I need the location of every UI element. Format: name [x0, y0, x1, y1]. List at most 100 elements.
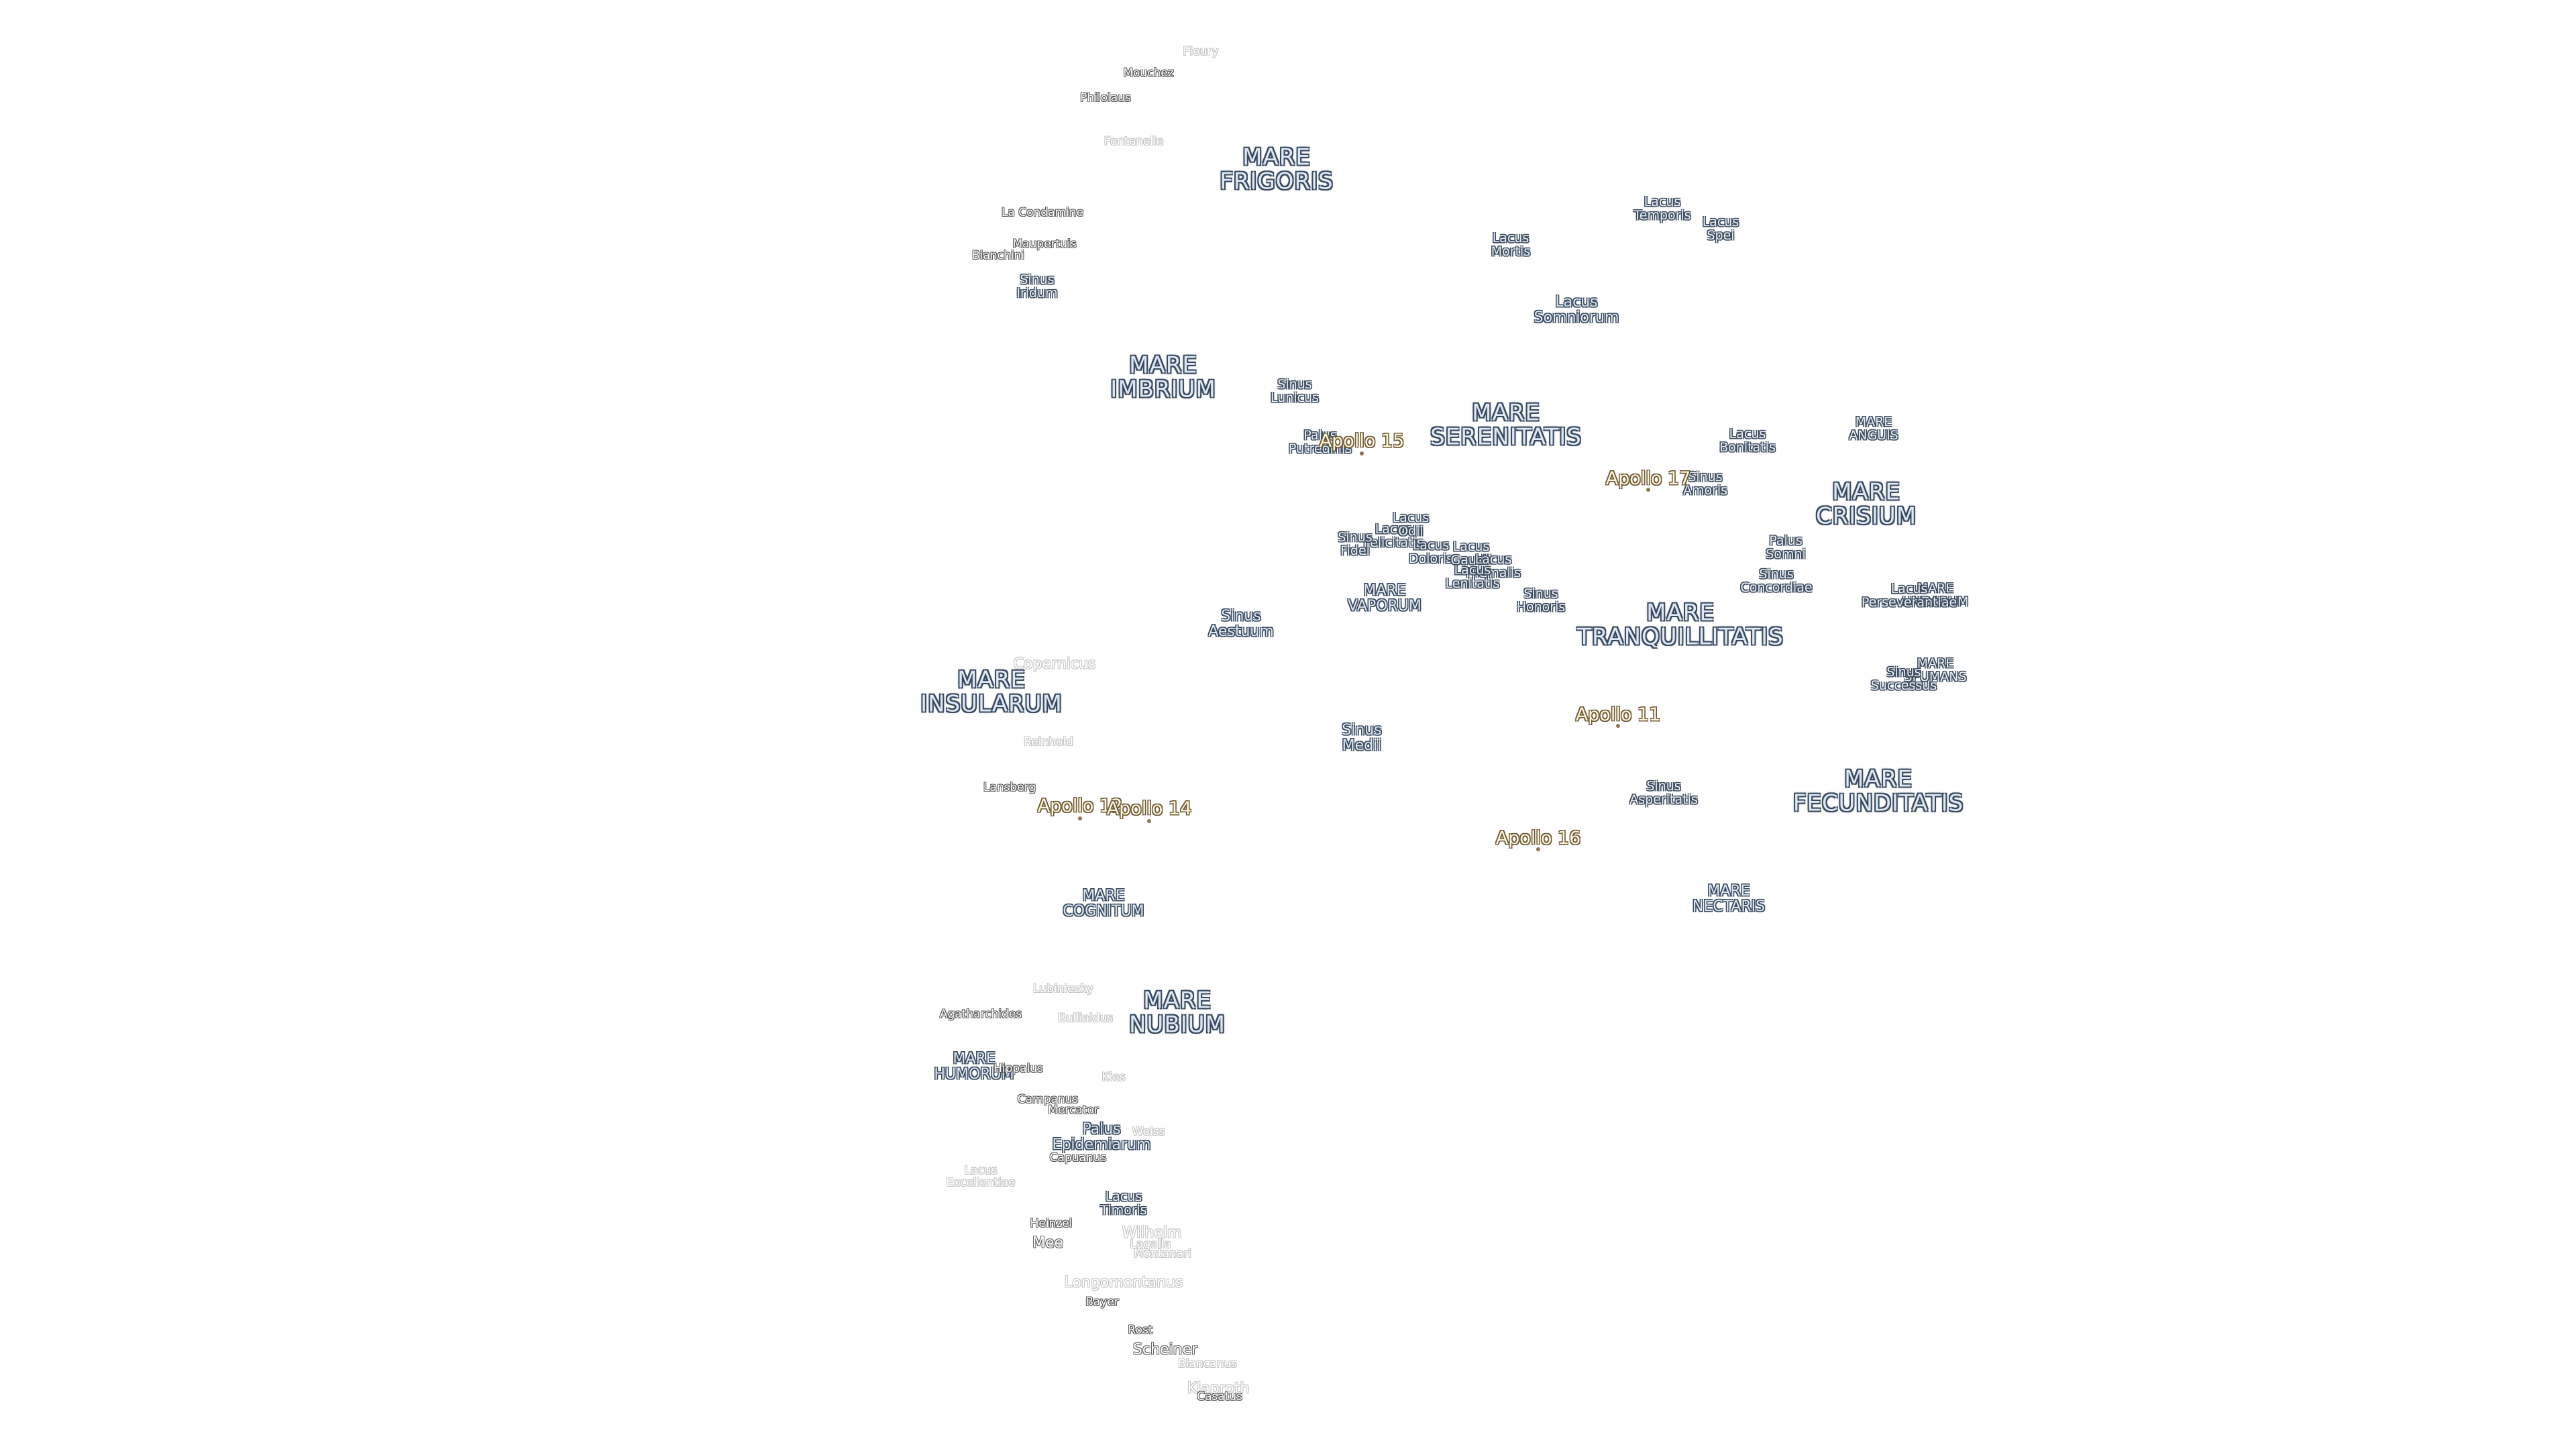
label-line: Amoris [1682, 483, 1728, 498]
landing-site-marker-apollo-17 [1646, 488, 1650, 492]
label-line: MARE [1646, 599, 1715, 627]
label-line: Epidemiarum [1052, 1136, 1151, 1153]
landing-site-marker-apollo-11 [1616, 724, 1620, 728]
label-line: Sinus [1338, 530, 1373, 545]
label-crater-rost: Rost [1128, 1324, 1153, 1338]
label-line: Weiss [1132, 1125, 1165, 1139]
label-crater-lubiniezky: Lubiniezky [1033, 983, 1093, 996]
label-line: Doloris [1408, 551, 1454, 566]
label-crater-bianchini: Bianchini [972, 250, 1024, 262]
label-crater-maupertuis: Maupertuis [1012, 238, 1076, 251]
label-line: Palus [1082, 1120, 1121, 1138]
label-line: UNDARUM [1902, 594, 1969, 609]
label-line: Lacus [1644, 195, 1681, 210]
label-line: Lacus [1375, 522, 1412, 537]
label-apollo-11: Apollo 11 [1575, 704, 1661, 725]
landing-site-marker-apollo-16 [1536, 847, 1540, 851]
label-line: SERENITATIS [1430, 423, 1582, 450]
label-crater-fontenelle: Fontenelle [1104, 136, 1164, 148]
label-line: Casatus [1197, 1390, 1242, 1404]
label-crater-hippalus: Hippalus [994, 1063, 1043, 1075]
label-line: Concordiae [1740, 580, 1813, 595]
label-line: Sinus [1688, 470, 1723, 485]
label-line: Mee [1032, 1234, 1064, 1252]
label-line: Timoris [1100, 1203, 1147, 1218]
label-line: MARE [1242, 144, 1311, 171]
label-line: Bayer [1085, 1295, 1119, 1309]
label-apollo-16: Apollo 16 [1496, 828, 1581, 848]
label-line: Longomontanus [1064, 1274, 1183, 1291]
label-line: Rost [1128, 1324, 1153, 1338]
label-line: INSULARUM [920, 690, 1063, 717]
label-line: TRANQUILLITATIS [1577, 623, 1784, 650]
label-line: MARE [1363, 582, 1406, 599]
label-crater-bullialdus: Bullialdus [1058, 1012, 1113, 1025]
label-line: Lacus [1454, 563, 1491, 578]
label-line: HUMORUM [934, 1066, 1014, 1083]
label-line: Iridum [1016, 286, 1058, 301]
label-line: Apollo 11 [1575, 704, 1661, 725]
landing-site-marker-apollo-14 [1147, 819, 1151, 823]
label-line: Mortis [1491, 244, 1531, 259]
label-line: Kies [1102, 1071, 1126, 1085]
label-line: Hippalus [994, 1062, 1043, 1076]
label-crater-casatus: Casatus [1197, 1391, 1242, 1403]
label-line: Asperitatis [1629, 792, 1698, 807]
label-line: Lubiniezky [1033, 982, 1093, 996]
label-line: Spei [1707, 228, 1735, 243]
label-line: Sinus [1759, 567, 1794, 582]
landing-site-marker-apollo-15 [1360, 451, 1364, 455]
label-line: Somniorum [1534, 309, 1619, 326]
label-line: Sinus [1221, 607, 1261, 625]
label-line: CRISIUM [1815, 502, 1917, 529]
label-line: MARE [1855, 415, 1892, 430]
label-line: MARE [953, 1050, 996, 1067]
label-line: Philolaus [1080, 91, 1131, 105]
label-line: Apollo 12 [1037, 795, 1123, 816]
label-line: Palus [1769, 533, 1803, 549]
label-line: Lacus [1105, 1189, 1142, 1205]
label-line: Putredinis [1288, 441, 1352, 456]
label-crater-lagalla: Lagalla [1130, 1238, 1171, 1251]
landing-site-marker-apollo-12 [1078, 816, 1082, 820]
label-line: SPUMANS [1904, 669, 1967, 684]
label-line: Heinzel [1030, 1217, 1073, 1231]
label-line: NECTARIS [1692, 898, 1766, 915]
label-line: Wilhelm [1122, 1224, 1182, 1242]
label-line: NUBIUM [1129, 1011, 1226, 1038]
label-apollo-17: Apollo 17 [1606, 469, 1691, 488]
label-line: Agatharchides [939, 1008, 1022, 1022]
label-line: MARE [1917, 656, 1954, 672]
label-line: Palus [1303, 428, 1337, 443]
label-line: Scheiner [1132, 1341, 1198, 1358]
label-line: Blancanus [1178, 1357, 1237, 1371]
label-line: Fontenelle [1104, 135, 1164, 149]
label-line: Mouchez [1123, 66, 1174, 80]
label-line: Hiemalis [1466, 566, 1521, 580]
label-crater-la-condamine: La Condamine [1002, 207, 1083, 219]
label-line: MARE [1917, 581, 1954, 596]
label-line: Excellentiae [946, 1176, 1016, 1189]
label-crater-klaproth: Klaproth [1187, 1381, 1250, 1396]
label-line: COGNITUM [1063, 903, 1144, 920]
